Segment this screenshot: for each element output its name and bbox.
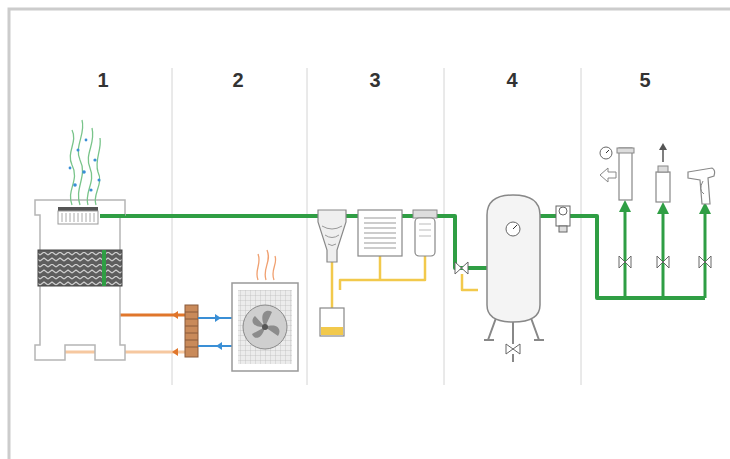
label-holder: 5 — [639, 70, 650, 90]
heat-exchanger — [172, 305, 232, 357]
pressure-regulator — [556, 206, 570, 232]
pipes — [45, 206, 705, 352]
water-droplets — [69, 139, 101, 192]
filter — [413, 210, 437, 256]
section-number: 1 — [97, 70, 108, 90]
label-holder: 3 — [369, 70, 380, 90]
compressor-cabinet — [35, 200, 125, 360]
section-number: 4 — [506, 70, 517, 90]
section-number: 3 — [369, 70, 380, 90]
heat-wisps — [257, 250, 276, 280]
air-receiver — [484, 195, 544, 362]
dryer — [358, 210, 402, 256]
section-divider — [172, 68, 581, 385]
air-cylinder — [600, 147, 634, 200]
label-holder: 1 — [97, 70, 108, 90]
steam-wisps — [70, 120, 100, 205]
air-tool — [656, 143, 670, 202]
cyclone-separator — [318, 210, 346, 336]
blow-gun — [688, 168, 715, 204]
check-valve — [455, 262, 468, 274]
frame — [9, 9, 730, 459]
section-number: 2 — [232, 70, 243, 90]
label-holder: 2 — [232, 70, 243, 90]
section-number: 5 — [639, 70, 650, 90]
branch-valve — [619, 256, 711, 268]
label-holder: 4 — [506, 70, 517, 90]
cooler — [232, 283, 298, 371]
